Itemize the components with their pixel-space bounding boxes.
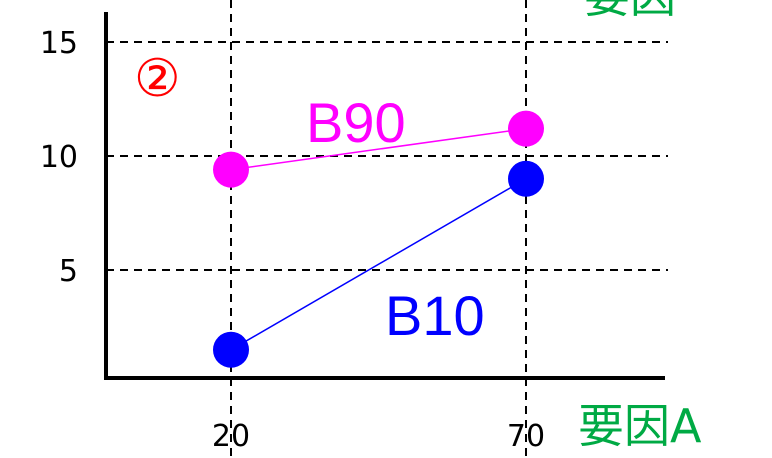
top-right-label-fragment: 要因	[584, 0, 676, 23]
y-tick-label-10: 10	[40, 140, 78, 175]
y-tick-label-5: 5	[59, 254, 78, 289]
x-tick-label-70: 70	[507, 419, 545, 454]
chart-annotation: ②	[134, 49, 181, 109]
series-label-b10: B10	[385, 284, 485, 347]
label-layer: ② 要因A 要因 B90 B10	[134, 0, 702, 453]
x-axis-title: 要因A	[578, 399, 702, 453]
series-line-b10	[230, 178, 527, 351]
grid-layer	[106, 0, 668, 458]
data-point-b10-70	[508, 160, 544, 197]
series-line-b90	[230, 127, 527, 171]
data-point-b90-70	[508, 110, 544, 147]
data-point-b90-20	[213, 151, 249, 188]
x-tick-label-20: 20	[212, 419, 250, 454]
y-tick-label-15: 15	[40, 26, 78, 61]
axis-layer: 5 10 15 20 70	[40, 12, 665, 454]
data-point-b10-20	[213, 331, 249, 368]
series-layer	[213, 110, 544, 368]
series-label-b90: B90	[306, 91, 406, 154]
